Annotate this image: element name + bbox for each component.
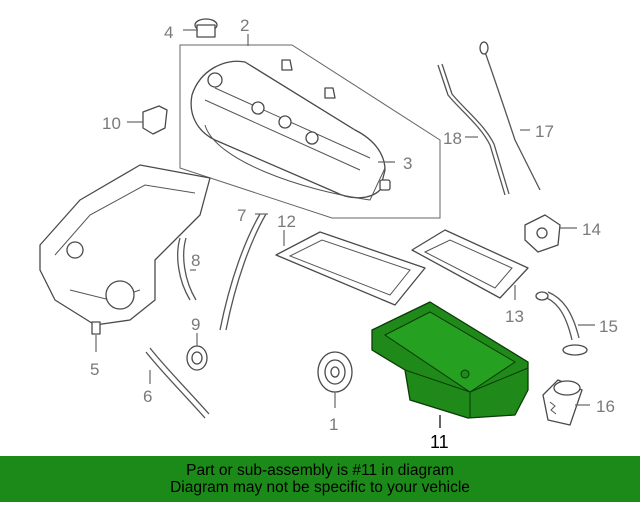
- part-14-oil-pump[interactable]: [524, 214, 561, 253]
- part-6-gasket[interactable]: [145, 347, 210, 419]
- leader-lines: [95, 29, 595, 428]
- callout-6[interactable]: 6: [143, 387, 152, 406]
- callout-15[interactable]: 15: [599, 317, 618, 336]
- callout-labels: 4 2 3 10 5 6 7 8 9 1 11 12 13 14 15 16 1…: [90, 16, 618, 452]
- callout-12[interactable]: 12: [277, 212, 296, 231]
- part-13-oil-pan-baffle[interactable]: [411, 229, 529, 299]
- callout-16[interactable]: 16: [596, 397, 615, 416]
- part-15-oil-pickup-tube[interactable]: [535, 291, 588, 356]
- part-9-crankshaft-seal[interactable]: [186, 345, 208, 371]
- callout-4[interactable]: 4: [164, 23, 173, 42]
- exploded-parts-diagram: 4 2 3 10 5 6 7 8 9 1 11 12 13 14 15 16 1…: [39, 16, 618, 452]
- callout-3[interactable]: 3: [403, 154, 412, 173]
- banner-line-disclaimer: Diagram may not be specific to your vehi…: [170, 479, 470, 496]
- callout-11[interactable]: 11: [430, 432, 449, 452]
- part-12-oil-pan-gasket[interactable]: [275, 231, 426, 306]
- part-17-dipstick[interactable]: [479, 41, 541, 191]
- part-11-oil-pan[interactable]: [371, 301, 529, 419]
- part-5-timing-cover[interactable]: [39, 164, 211, 335]
- part-info-banner: Part or sub-assembly is #11 in diagram D…: [0, 456, 640, 502]
- callout-10[interactable]: 10: [102, 114, 121, 133]
- callout-17[interactable]: 17: [535, 122, 554, 141]
- callout-5[interactable]: 5: [90, 360, 99, 379]
- callout-8[interactable]: 8: [191, 251, 200, 270]
- part-1-crankshaft-pulley[interactable]: [317, 351, 353, 393]
- callout-7[interactable]: 7: [237, 206, 246, 225]
- callout-1[interactable]: 1: [329, 415, 338, 434]
- callout-13[interactable]: 13: [505, 307, 524, 326]
- part-16-oil-filter[interactable]: [542, 379, 583, 426]
- callout-18[interactable]: 18: [443, 129, 462, 148]
- callout-2[interactable]: 2: [240, 16, 249, 35]
- callout-14[interactable]: 14: [582, 220, 601, 239]
- part-18-dipstick-tube[interactable]: [437, 63, 510, 196]
- callout-9[interactable]: 9: [191, 315, 200, 334]
- part-8-timing-cover-gasket[interactable]: [177, 237, 197, 301]
- part-10-sensor[interactable]: [142, 105, 168, 135]
- part-2-valve-cover-group[interactable]: [179, 44, 441, 219]
- banner-line-part: Part or sub-assembly is #11 in diagram: [186, 462, 454, 479]
- part-4-oil-filler-cap[interactable]: [194, 18, 218, 38]
- part-7-seal[interactable]: [219, 213, 267, 331]
